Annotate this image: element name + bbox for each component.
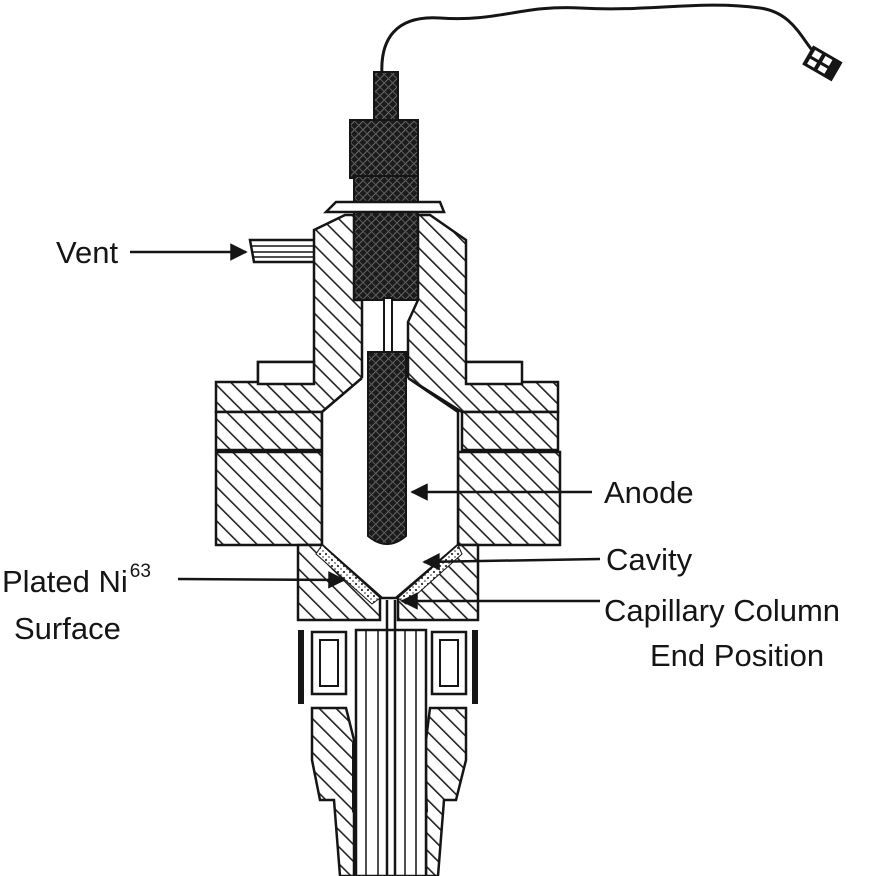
signal-cable	[380, 3, 814, 76]
right-sleeve-outer	[472, 630, 478, 704]
anode-neck	[383, 297, 393, 353]
left-sleeve-outer	[298, 630, 304, 704]
anode-body	[353, 175, 419, 301]
lower-fitting-left	[310, 706, 356, 876]
mid-block-right	[460, 410, 560, 452]
anode-lead	[373, 71, 399, 123]
anode-rod	[367, 351, 407, 545]
left-nut	[256, 360, 316, 386]
anode-label: Anode	[604, 475, 694, 510]
lower-block-left	[214, 450, 324, 547]
cavity-label: Cavity	[606, 542, 693, 577]
capillary-column	[354, 600, 428, 876]
electrical-plug-icon	[802, 45, 843, 82]
capillary-label-line1: Capillary Column	[604, 593, 841, 628]
capillary-label-line2: End Position	[650, 638, 825, 673]
surface-label: Surface	[14, 611, 121, 646]
right-nut	[464, 360, 524, 386]
cavity-arrow	[422, 552, 601, 571]
vent-tube	[248, 238, 322, 264]
plated-arrow	[177, 571, 346, 589]
top-flange	[322, 200, 446, 214]
lower-fitting-right	[424, 706, 468, 876]
mid-block-left	[214, 410, 324, 452]
lower-block-right	[456, 450, 562, 547]
vent-label: Vent	[56, 235, 119, 270]
upper-body-right	[406, 213, 560, 414]
plated-band-left	[315, 544, 381, 605]
plated-ni-text: Plated Ni	[2, 564, 128, 599]
anode-cap	[349, 119, 419, 179]
plated-ni-isotope: 63	[129, 561, 151, 582]
